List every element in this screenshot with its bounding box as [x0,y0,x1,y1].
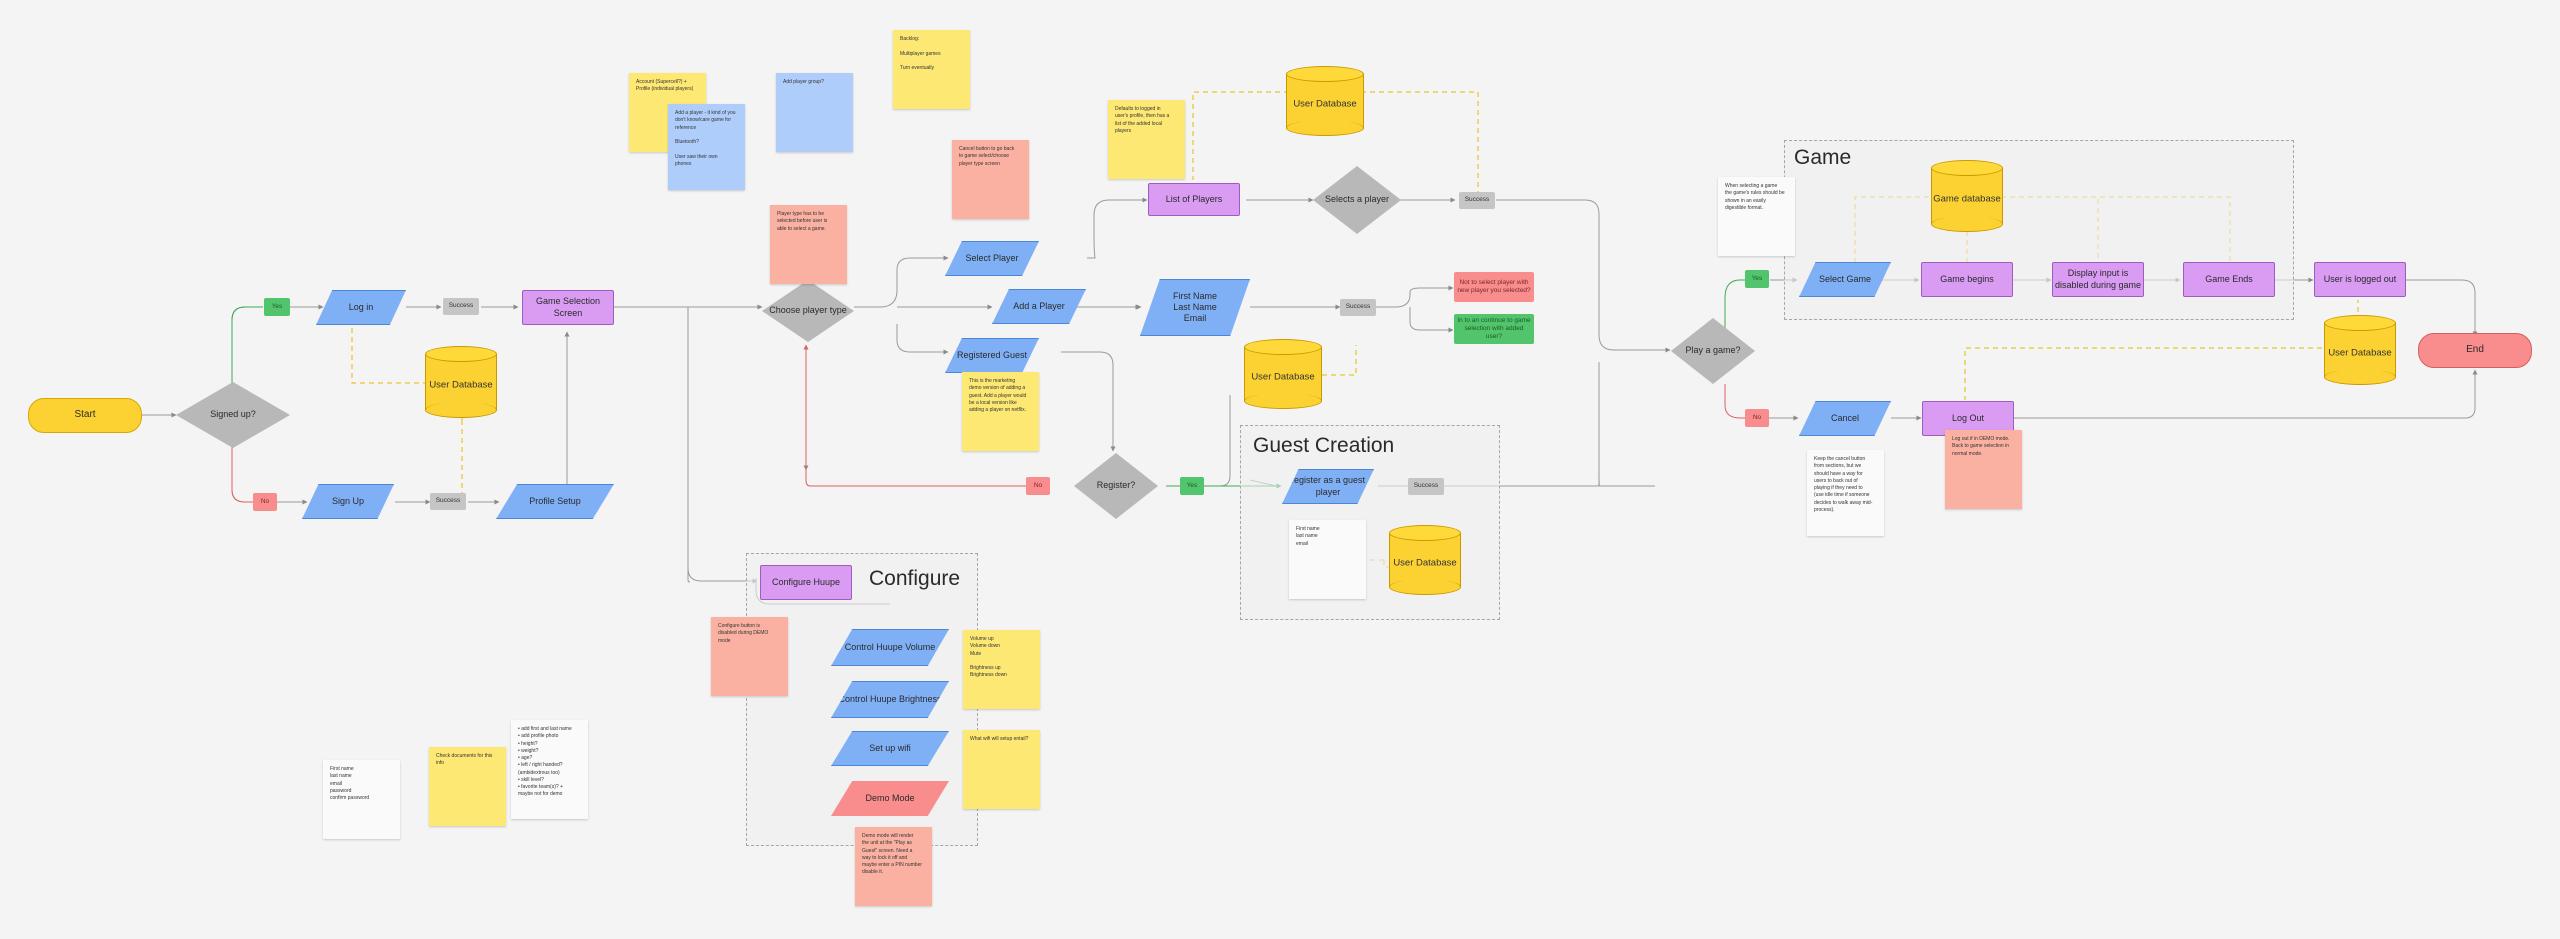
sticky-note: When selecting a game the game's rules s… [1718,177,1795,256]
yes-tag: Yes [1745,270,1769,288]
success-tag: Success [443,298,479,315]
end-terminal[interactable]: End [2418,333,2532,368]
section-title: Game [1794,146,1852,169]
sticky-text: Player type has to be selected before us… [777,211,828,232]
sticky-text: Keep the cancel button from sections, bu… [1814,456,1873,513]
list-of-players[interactable]: List of Players [1148,183,1240,216]
success-tag: Success [1340,299,1376,316]
log-in-input[interactable]: Log in [316,290,406,325]
sticky-note: Add player group? [776,73,853,152]
sticky-text: First name last name email password conf… [330,766,370,801]
game-begins[interactable]: Game begins [1921,262,2013,297]
registered-guest-input[interactable]: Registered Guest [945,338,1039,373]
sticky-note: Volume up Volume down Mute Brightness up… [963,630,1040,709]
sticky-note: First name last name email password conf… [323,760,400,839]
sticky-note: Log out if in DEMO mode. Back to game se… [1945,430,2022,509]
sticky-text: First name last name email [1296,526,1320,547]
no-tag: No [1745,409,1769,427]
sticky-note: Cancel button to go back to game select/… [952,140,1029,219]
sticky-note: Backlog: Multiplayer games Turn eventual… [893,30,970,109]
sticky-text: What wifi will setup entail? [970,736,1029,742]
setup-wifi-input[interactable]: Set up wifi [831,731,949,766]
sticky-text: Account (Supercell?) + Profile (individu… [636,79,694,93]
user-database-login: User Database [425,346,497,418]
user-is-logged-out[interactable]: User is logged out [2314,262,2406,297]
control-volume-input[interactable]: Control Huupe Volume [831,629,949,666]
ok-tag: In to an continue to game selection with… [1454,314,1534,344]
sticky-note: What wifi will setup entail? [963,730,1040,809]
database-label: Game database [1933,193,2001,205]
game-ends[interactable]: Game Ends [2183,262,2275,297]
database-label: User Database [1293,98,1357,110]
database-label: User Database [429,379,493,391]
sticky-text: Cancel button to go back to game select/… [959,146,1015,167]
sticky-text: Configure button is disabled during DEMO… [718,623,769,644]
database-label: User Database [1393,557,1457,569]
error-tag: Not to select player with new player you… [1454,272,1534,302]
sticky-note: Defaults to logged in user's profile, th… [1108,100,1185,179]
success-tag: Success [1459,192,1495,209]
section-guest-creation: Guest Creation [1240,425,1500,620]
sticky-note: Configure button is disabled during DEMO… [711,617,788,696]
first-last-email-label: First Name Last Name Email [1172,290,1217,324]
sticky-note: Player type has to be selected before us… [770,205,847,284]
configure-huupe[interactable]: Configure Huupe [760,565,852,600]
section-title: Guest Creation [1253,434,1395,457]
control-brightness-input[interactable]: Control Huupe Brightness [831,681,949,718]
sticky-text: When selecting a game the game's rules s… [1725,183,1785,211]
register-as-guest-input[interactable]: register as a guest player [1282,469,1374,504]
sticky-note: Demo mode will render the unit at the "P… [855,827,932,906]
sticky-note: This is the marketing demo version of ad… [962,372,1039,451]
sticky-note: First name last name email [1289,520,1366,599]
user-database-guest: User Database [1389,525,1461,595]
no-tag: No [253,493,277,511]
demo-mode-input[interactable]: Demo Mode [831,781,949,816]
game-database: Game database [1931,160,2003,232]
sticky-text: Backlog: Multiplayer games Turn eventual… [900,36,941,71]
sticky-note: Add a player - it kind of you don't know… [668,104,745,190]
sticky-text: Defaults to logged in user's profile, th… [1115,106,1170,134]
yes-tag: Yes [264,298,290,316]
profile-setup-input[interactable]: Profile Setup [496,484,614,519]
display-input-disabled[interactable]: Display input is disabled during game [2052,262,2144,297]
success-tag: Success [430,493,466,510]
yes-tag: Yes [1180,477,1204,495]
sticky-text: • add first and last name • add profile … [518,726,572,798]
game-selection-screen[interactable]: Game Selection Screen [522,290,614,325]
sticky-text: Demo mode will render the unit at the "P… [862,833,923,876]
user-database-top: User Database [1286,66,1364,136]
sticky-text: Check documents for this info [436,753,493,767]
sticky-text: This is the marketing demo version of ad… [969,378,1027,413]
sticky-note: Keep the cancel button from sections, bu… [1807,450,1884,536]
database-label: User Database [2328,347,2392,359]
sticky-note: Check documents for this info [429,747,506,826]
select-player-input[interactable]: Select Player [945,241,1039,276]
no-tag: No [1026,477,1050,495]
database-label: User Database [1251,371,1315,383]
success-tag: Success [1408,478,1444,495]
sticky-text: Add a player - it kind of you don't know… [675,110,736,167]
section-title: Configure [869,567,961,590]
sticky-text: Volume up Volume down Mute Brightness up… [970,636,1007,679]
user-database-game: User Database [2324,315,2396,385]
sign-up-input[interactable]: Sign Up [302,484,394,519]
sticky-text: Log out if in DEMO mode. Back to game se… [1952,436,2010,457]
sticky-note: • add first and last name • add profile … [511,720,588,819]
user-database-add-player: User Database [1244,339,1322,409]
start-terminal[interactable]: Start [28,398,142,433]
sticky-text: Add player group? [783,79,824,85]
